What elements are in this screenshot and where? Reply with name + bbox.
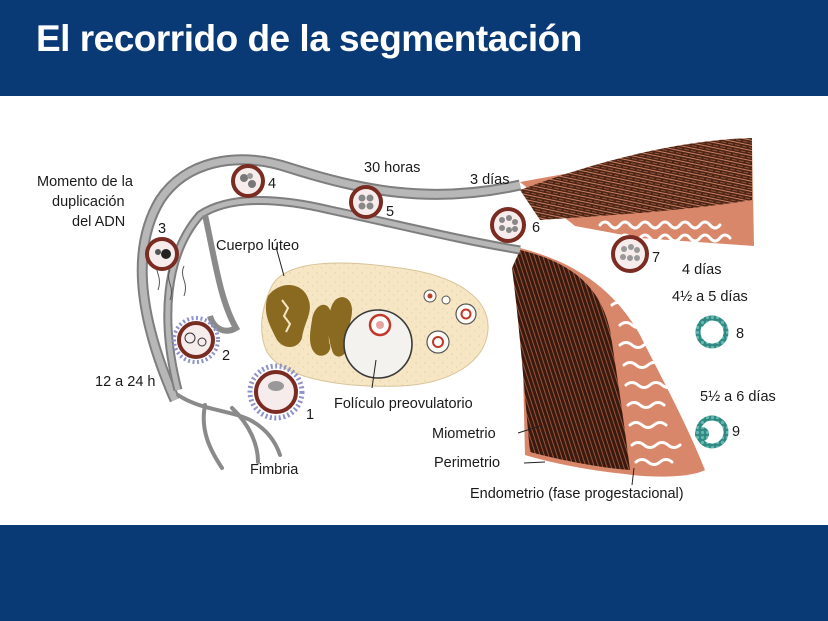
stage-6-morula: [490, 207, 526, 243]
stage-1-oocyte: [247, 363, 305, 421]
diagram-svg: Momento de la duplicación del ADN 30 hor…: [37, 138, 776, 502]
follicle: [455, 303, 477, 325]
stage-number: 2: [222, 348, 230, 364]
diagram-labels: Momento de la duplicación del ADN 30 hor…: [37, 160, 776, 502]
stage-number: 4: [268, 176, 276, 192]
fimbria-strands: [176, 393, 282, 470]
label-foliculo: Folículo preovulatorio: [334, 396, 473, 412]
stage-numbers: 1 2 3 4 5 6 7 8 9: [158, 176, 744, 440]
header-bar: El recorrido de la segmentación: [0, 0, 828, 96]
label-perimetrio: Perimetrio: [434, 455, 500, 471]
uterus: [512, 138, 754, 477]
follicle: [441, 295, 451, 305]
label-momento-1: Momento de la: [37, 174, 134, 190]
label-miometrio: Miometrio: [432, 426, 496, 442]
stage-number: 5: [386, 204, 394, 220]
stage-number: 1: [306, 407, 314, 423]
label-4-medio-5-dias: 4½ a 5 días: [672, 289, 748, 305]
stage-number: 9: [732, 424, 740, 440]
stage-5-eight-cell: [349, 185, 383, 219]
label-3-dias: 3 días: [470, 172, 510, 188]
pointer-lines: [275, 246, 635, 486]
footer-bar: [0, 525, 828, 621]
label-5-medio-6-dias: 5½ a 6 días: [700, 389, 776, 405]
slide-title: El recorrido de la segmentación: [36, 18, 582, 59]
corpus-luteum: [265, 284, 352, 357]
label-12-24h: 12 a 24 h: [95, 374, 155, 390]
stage-number: 6: [532, 220, 540, 236]
preovulatory-follicle: [343, 309, 413, 379]
follicle: [426, 330, 450, 354]
myometrium-upper: [520, 138, 752, 220]
stage-2-zygote: [172, 316, 220, 364]
stage-number: 3: [158, 221, 166, 237]
stage-8-blastocyst: [695, 315, 729, 349]
label-cuerpo-luteo: Cuerpo lúteo: [216, 238, 299, 254]
stage-7-morula: [611, 235, 649, 273]
stage-number: 8: [736, 326, 744, 342]
label-endometrio: Endometrio (fase progestacional): [470, 486, 684, 502]
myometrium-lower: [512, 250, 630, 470]
label-fimbria: Fimbria: [250, 462, 299, 478]
label-momento-2: duplicación: [52, 194, 125, 210]
uterine-tube: [136, 154, 522, 470]
label-30-horas: 30 horas: [364, 160, 420, 176]
stage-number: 7: [652, 250, 660, 266]
stage-9-implanting-blastocyst: [695, 415, 729, 449]
segmentation-diagram: Momento de la duplicación del ADN 30 hor…: [0, 96, 828, 525]
label-momento-3: del ADN: [72, 214, 125, 230]
stage-3-two-cell: [145, 237, 179, 271]
ovary: [261, 262, 489, 387]
stage-4-four-cell: [231, 164, 265, 198]
endometrial-glands: [598, 220, 732, 466]
label-4-dias: 4 días: [682, 262, 722, 278]
